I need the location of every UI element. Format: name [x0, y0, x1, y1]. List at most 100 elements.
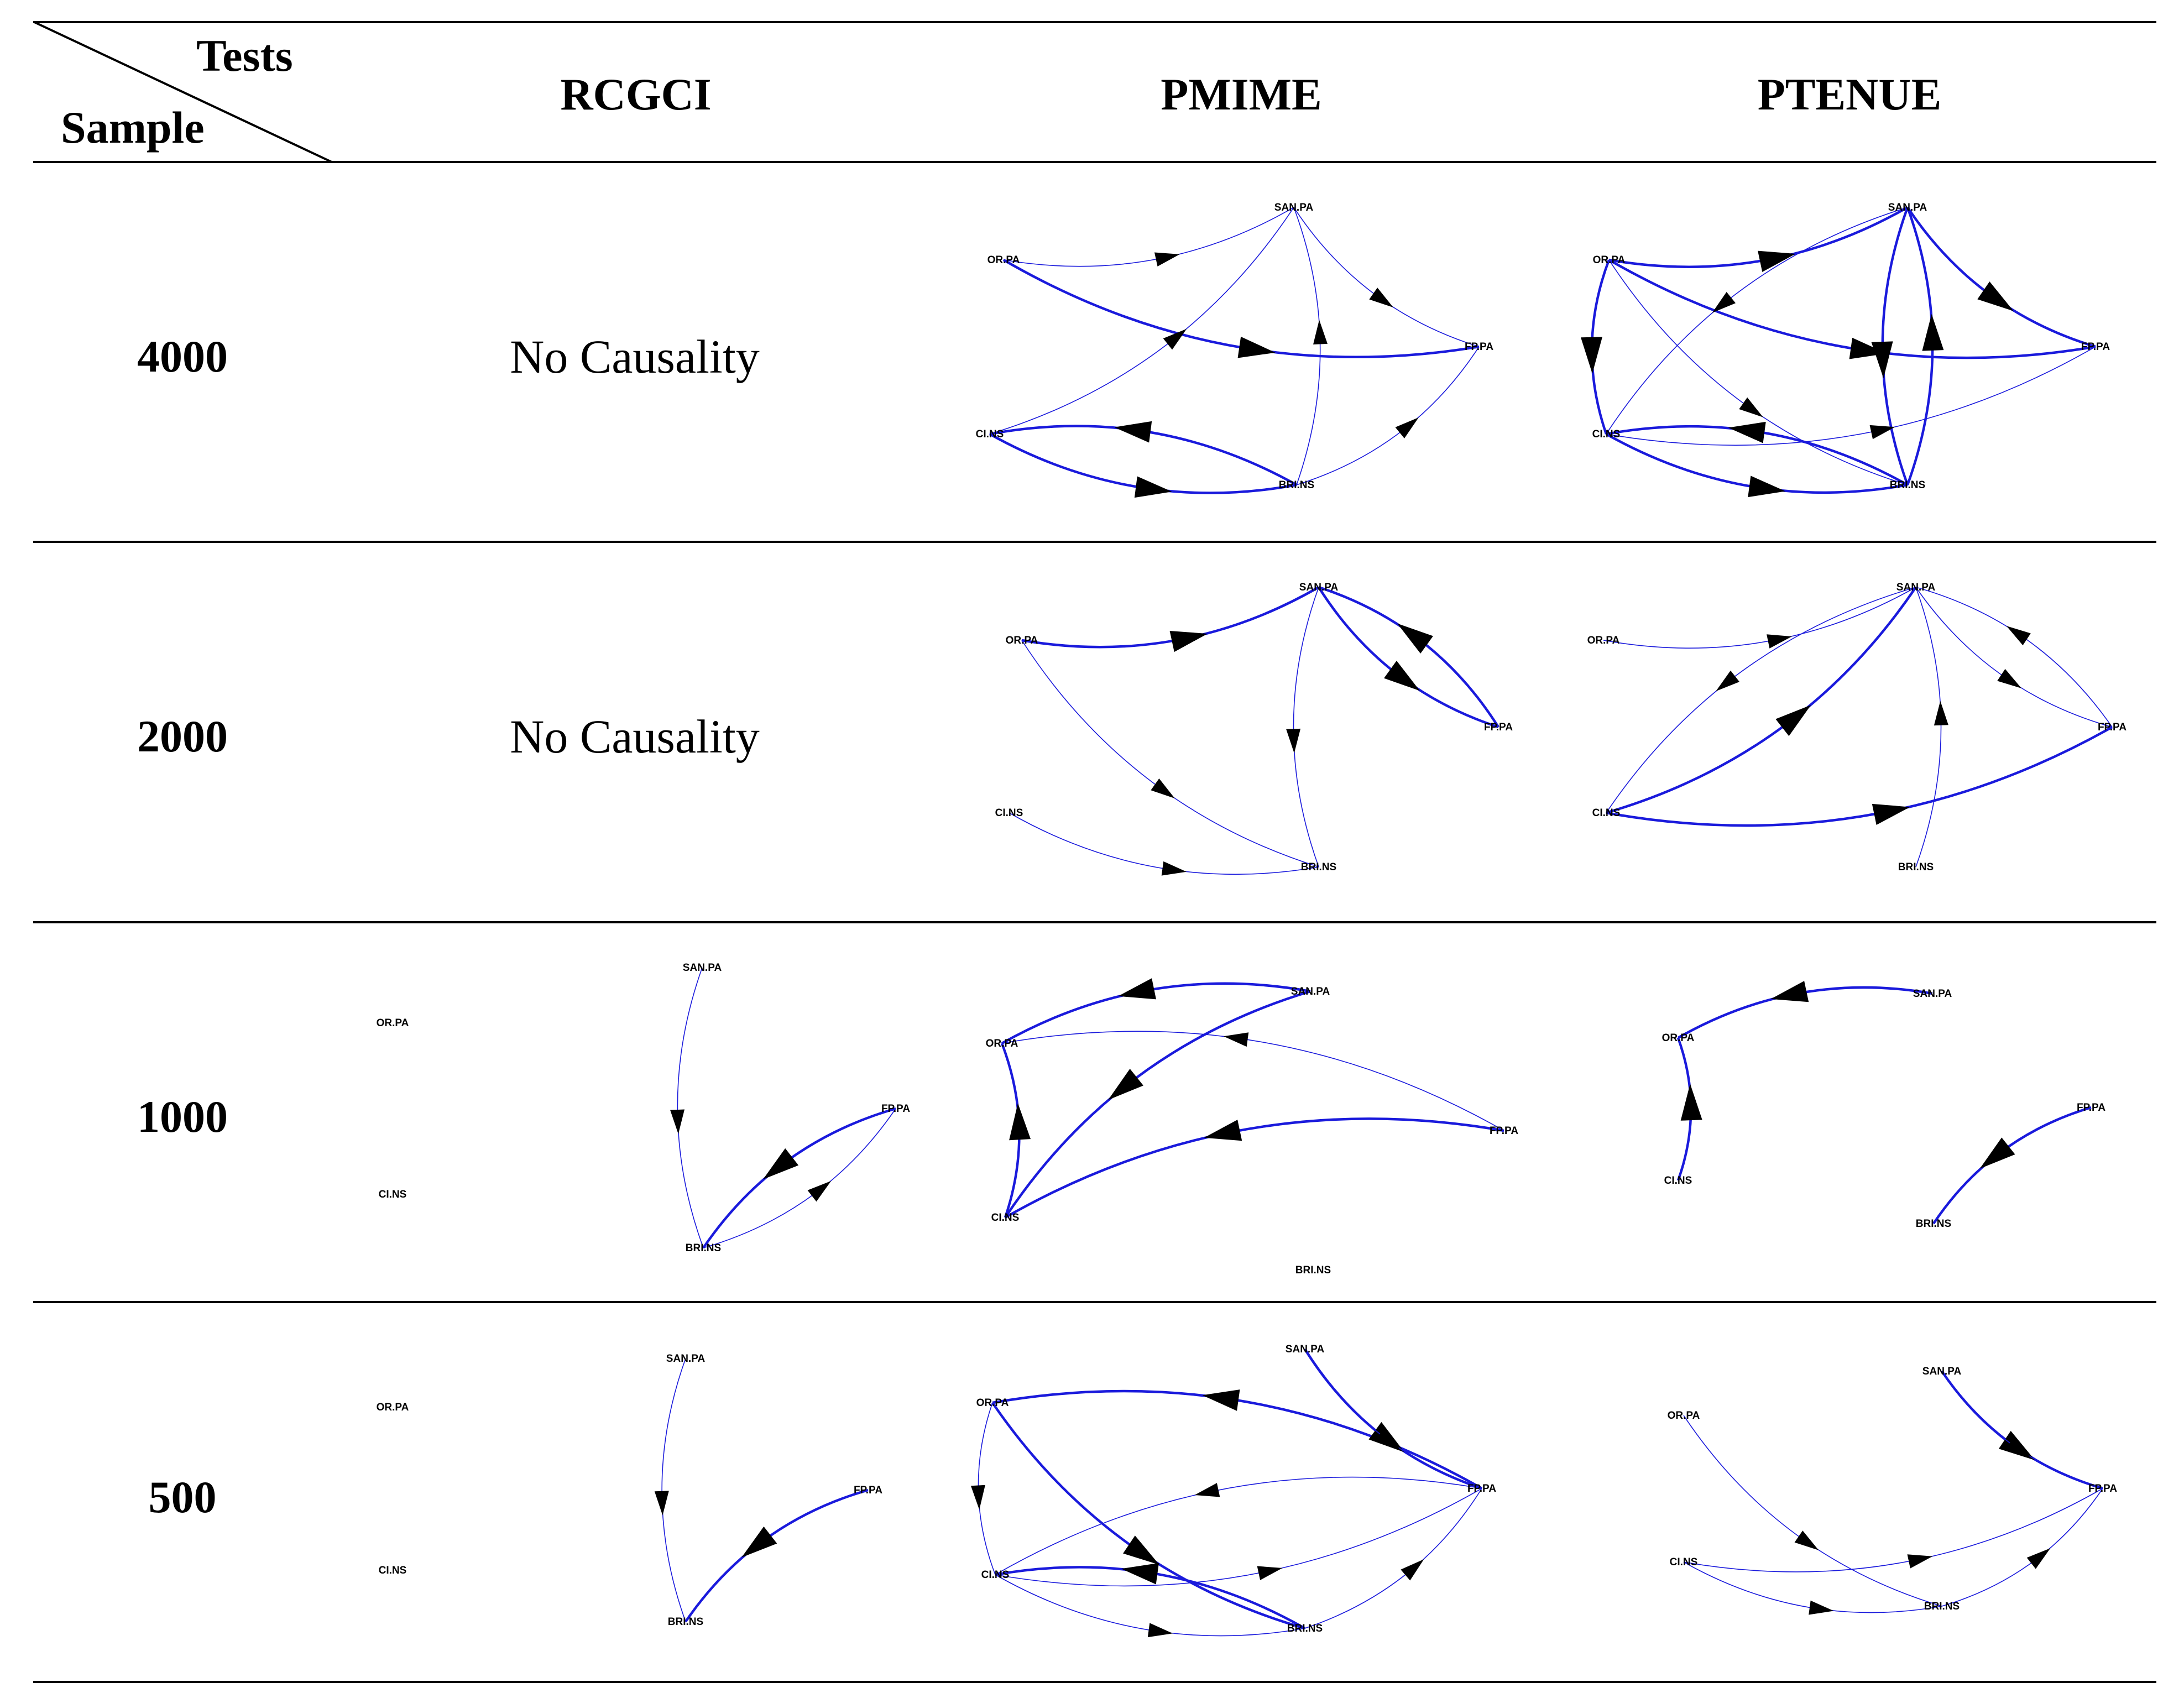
arrowhead-icon — [1286, 728, 1301, 754]
node-label: BRI.NS — [1924, 1601, 1960, 1612]
arrowhead-icon — [1716, 670, 1739, 692]
node-label: CI.NS — [1664, 1175, 1692, 1187]
network-edge — [991, 1402, 1305, 1630]
node-label: OR.PA — [986, 1038, 1018, 1049]
arrowhead-icon — [1151, 778, 1175, 799]
sample-size-label: 2000 — [137, 711, 228, 761]
corner-label-tests: Tests — [196, 30, 293, 81]
node-label: CI.NS — [1592, 429, 1621, 440]
node-label: OR.PA — [976, 1397, 1009, 1409]
network-edge — [1003, 207, 1294, 267]
node-label: CI.NS — [991, 1212, 1020, 1224]
network-edge — [1304, 1348, 1482, 1490]
column-header-ptenue: PTENUE — [1757, 69, 1942, 119]
arrowhead-icon — [1871, 341, 1893, 379]
node-label: FP.PA — [1484, 722, 1513, 733]
node-label: FP.PA — [854, 1485, 882, 1496]
arrowhead-icon — [670, 1109, 685, 1135]
arrowhead-icon — [1767, 634, 1792, 649]
node-label: CI.NS — [379, 1189, 407, 1200]
network-edge — [995, 1574, 1305, 1637]
node-label: CI.NS — [981, 1569, 1010, 1581]
arrowhead-icon — [1979, 1137, 2015, 1169]
row-rule — [33, 1301, 2156, 1303]
node-label: OR.PA — [377, 1017, 409, 1029]
network-edge — [1915, 587, 2113, 728]
arrowhead-icon — [2006, 626, 2031, 646]
arrowhead-icon — [1237, 336, 1276, 358]
node-label: BRI.NS — [1916, 1218, 1951, 1230]
network-edge — [1941, 1371, 2103, 1489]
network-edge — [1001, 982, 1311, 1044]
arrowhead-icon — [1758, 250, 1796, 272]
node-label: SAN.PA — [1291, 986, 1330, 997]
node-label: SAN.PA — [1274, 202, 1314, 213]
no-causality-text: No Causality — [510, 710, 760, 763]
network-edge — [677, 967, 704, 1248]
arrowhead-icon — [1872, 803, 1910, 825]
arrowhead-icon — [1869, 425, 1895, 440]
network-edge — [1683, 1415, 1942, 1607]
network-edge — [702, 1107, 896, 1249]
node-label: SAN.PA — [1888, 202, 1927, 213]
node-label: SAN.PA — [1922, 1366, 1962, 1377]
node-label: FP.PA — [1465, 341, 1493, 353]
network-edge — [995, 1488, 1482, 1587]
sample-size-label: 4000 — [137, 331, 228, 382]
network-edge — [661, 1358, 686, 1622]
network-edge — [1603, 587, 1916, 649]
arrowhead-icon — [1997, 668, 2022, 688]
arrowhead-icon — [1395, 417, 1419, 438]
network-edge — [1296, 346, 1480, 485]
arrowhead-icon — [1313, 320, 1328, 345]
node-label: CI.NS — [976, 429, 1004, 440]
arrowhead-icon — [1384, 660, 1420, 691]
arrowhead-icon — [1770, 981, 1809, 1002]
network-edge — [1606, 587, 1916, 813]
arrowhead-icon — [741, 1526, 777, 1558]
node-label: SAN.PA — [666, 1353, 706, 1365]
network-edge — [685, 1488, 869, 1623]
arrowhead-icon — [1154, 252, 1180, 267]
node-label: SAN.PA — [1896, 582, 1936, 593]
network-edge — [1304, 1349, 1482, 1489]
arrowhead-icon — [970, 1485, 985, 1510]
arrowhead-icon — [1121, 1563, 1159, 1585]
node-label: CI.NS — [379, 1565, 407, 1576]
network-edge — [703, 1108, 896, 1248]
arrowhead-icon — [1739, 397, 1763, 417]
arrowhead-icon — [763, 1148, 799, 1179]
network-edge — [1293, 207, 1321, 485]
arrowhead-icon — [1581, 337, 1603, 374]
arrowhead-icon — [1794, 1530, 1819, 1550]
arrowhead-icon — [1712, 291, 1736, 313]
arrowhead-icon — [1934, 701, 1948, 726]
node-label: SAN.PA — [683, 962, 722, 974]
network-edge — [1318, 586, 1499, 728]
network-edge — [1941, 1370, 2103, 1490]
network-edge — [1021, 640, 1319, 868]
arrowhead-icon — [1397, 623, 1433, 654]
network-edge — [1915, 587, 2113, 728]
node-label: CI.NS — [1670, 1556, 1698, 1568]
node-label: FP.PA — [1467, 1483, 1496, 1495]
network-edge — [1932, 1106, 2092, 1225]
network-edge — [1906, 206, 2096, 348]
column-header-rcgci: RCGCI — [560, 69, 712, 119]
sample-size-label: 1000 — [137, 1091, 228, 1142]
arrowhead-icon — [1680, 1084, 1702, 1121]
network-edge — [1021, 586, 1320, 649]
node-label: BRI.NS — [1287, 1623, 1323, 1634]
network-edge — [1606, 586, 1917, 814]
arrowhead-icon — [1922, 313, 1944, 351]
network-edge — [1608, 259, 2096, 359]
node-label: SAN.PA — [1913, 988, 1952, 1000]
arrowhead-icon — [1907, 1554, 1933, 1569]
